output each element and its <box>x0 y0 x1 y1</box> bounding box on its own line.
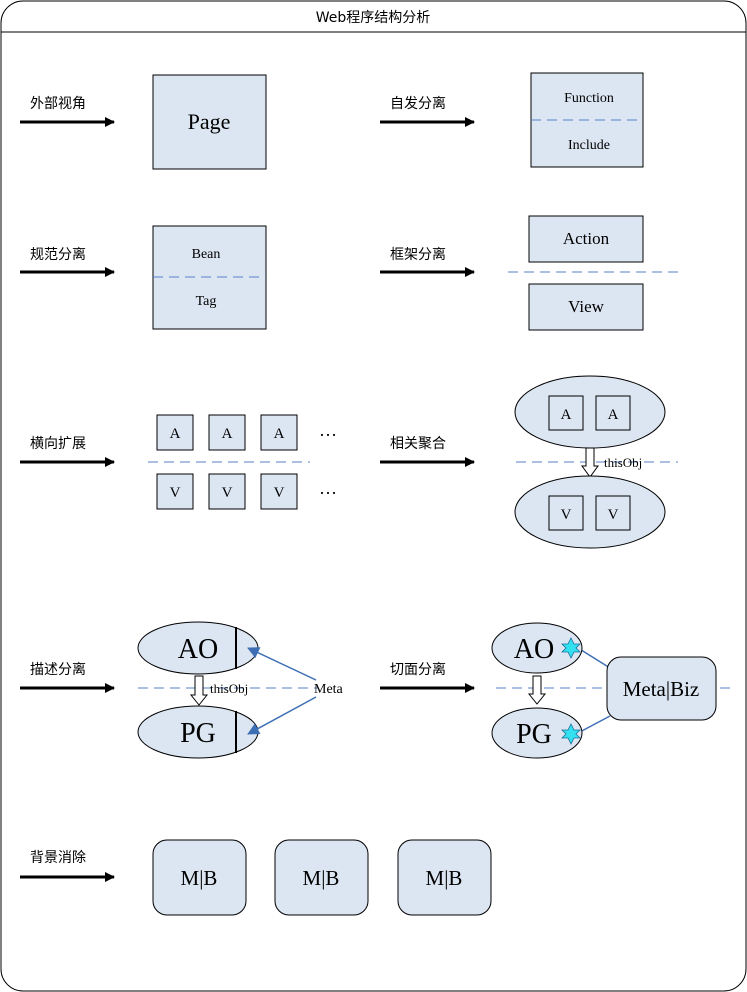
ao-label: AO <box>178 634 218 665</box>
row-spontaneous-separation: 自发分离 Function Include <box>380 72 644 168</box>
label-horizontal-extension: 横向扩展 <box>30 436 86 452</box>
v-box-1 <box>156 473 194 510</box>
pg-label: PG <box>180 718 216 749</box>
mb-box-2-label: M|B <box>303 866 340 890</box>
row-related-aggregation: 相关聚合 A A thisObj V V <box>380 375 678 549</box>
v-box-1-label: V <box>170 485 181 501</box>
a-box-2-label: A <box>222 426 233 442</box>
diagram-title: Web程序结构分析 <box>316 10 431 26</box>
function-label: Function <box>564 91 614 106</box>
mb-box-1-label: M|B <box>181 866 218 890</box>
include-label: Include <box>568 138 610 153</box>
a-box-3-label: A <box>274 426 285 442</box>
a-box-1-label: A <box>170 426 181 442</box>
label-framework-separation: 框架分离 <box>390 246 446 263</box>
meta-to-ao-arrow <box>247 647 317 681</box>
row-aspect-separation: 切面分离 AO PG Meta|Biz <box>380 622 730 759</box>
aspect-pg-ellipse <box>491 707 583 759</box>
thisobj-hollow-arrow <box>581 447 599 478</box>
aspect-ao-label: AO <box>514 634 554 665</box>
meta-label: Meta <box>314 682 344 697</box>
v-box-2-label: V <box>222 485 233 501</box>
aspect-pg-label: PG <box>516 719 552 750</box>
row-standard-separation: 规范分离 Bean Tag <box>20 225 267 330</box>
action-group-ellipse <box>514 375 666 449</box>
ao-star-icon <box>561 637 581 659</box>
v-box-2 <box>208 473 246 510</box>
view-group-ellipse <box>514 475 666 549</box>
label-external-view: 外部视角 <box>30 96 86 112</box>
ellipsis-bottom: … <box>319 478 337 498</box>
label-aspect-separation: 切面分离 <box>390 661 446 678</box>
aspect-ao-ellipse <box>491 622 583 674</box>
row-framework-separation: 框架分离 Action View <box>380 215 680 331</box>
mb-box-3-label: M|B <box>426 866 463 890</box>
agg-a-box-1 <box>548 395 584 431</box>
mb-box-1 <box>152 839 247 916</box>
pg-star-icon <box>561 723 581 745</box>
agg-a-box-2-label: A <box>608 407 619 423</box>
v-box-3-label: V <box>274 485 285 501</box>
agg-v-box-2 <box>595 495 631 531</box>
desc-thisobj-hollow-arrow <box>189 675 209 706</box>
thisobj-label: thisObj <box>604 455 642 470</box>
row-horizontal-extension: 横向扩展 A A A … V V V … <box>20 414 337 510</box>
page-box-label: Page <box>188 109 231 134</box>
action-label: Action <box>563 229 610 248</box>
metabiz-to-ao-line <box>577 647 611 669</box>
v-box-3 <box>260 473 298 510</box>
agg-v-box-1 <box>548 495 584 531</box>
mb-box-2 <box>274 839 369 916</box>
label-spontaneous-separation: 自发分离 <box>390 95 446 112</box>
agg-v-box-2-label: V <box>608 507 619 523</box>
row-background-elimination: 背景消除 M|B M|B M|B <box>20 839 492 916</box>
desc-thisobj-label: thisObj <box>210 681 248 696</box>
view-label: View <box>568 297 605 316</box>
page-box <box>152 74 267 170</box>
label-description-separation: 描述分离 <box>30 661 86 678</box>
label-background-elimination: 背景消除 <box>30 850 86 866</box>
meta-to-pg-arrow <box>247 696 317 735</box>
label-standard-separation: 规范分离 <box>30 246 86 263</box>
row-description-separation: 描述分离 AO thisObj PG Meta <box>20 621 344 759</box>
a-box-3 <box>260 414 298 451</box>
metabiz-box <box>606 656 717 721</box>
agg-v-box-1-label: V <box>561 507 572 523</box>
a-box-1 <box>156 414 194 451</box>
ellipsis-top: … <box>319 420 337 440</box>
row-external-view: 外部视角 Page <box>20 74 267 170</box>
metabiz-label: Meta|Biz <box>623 677 700 701</box>
bean-label: Bean <box>192 247 221 262</box>
agg-a-box-2 <box>595 395 631 431</box>
tag-label: Tag <box>196 294 217 309</box>
action-box <box>528 215 644 263</box>
label-related-aggregation: 相关聚合 <box>390 436 446 452</box>
agg-a-box-1-label: A <box>561 407 572 423</box>
aspect-hollow-arrow <box>527 675 547 705</box>
mb-box-3 <box>397 839 492 916</box>
view-box <box>528 283 644 331</box>
metabiz-to-pg-line <box>577 715 611 734</box>
a-box-2 <box>208 414 246 451</box>
